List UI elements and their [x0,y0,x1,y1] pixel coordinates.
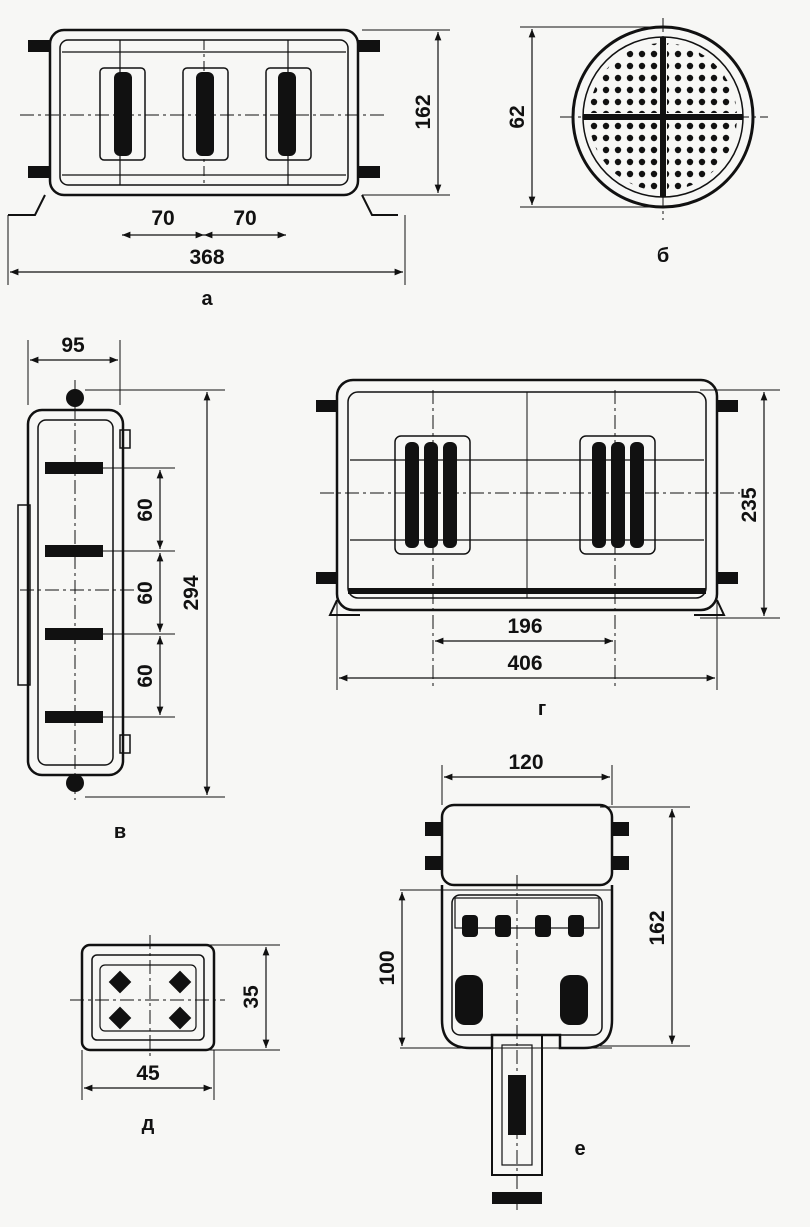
dim-v-height: 294 [180,575,203,610]
view-v-body [17,380,135,800]
view-e-body [400,765,690,1210]
view-d: 45 35 д [70,935,280,1135]
dim-v-pitch-3: 60 [134,664,157,687]
dim-a-length: 368 [189,246,224,269]
dim-b-diameter: 62 [506,105,529,128]
caption-a: а [201,288,213,310]
view-a-windings [114,72,296,156]
view-a-dimension-lines [9,32,442,276]
view-e-dimension-lines [398,773,676,1046]
view-d-dimension-lines [84,947,270,1092]
view-a: 70 70 368 162 а [7,28,450,310]
dim-v-pitch-2: 60 [134,581,157,604]
view-v-clamps [45,389,103,792]
caption-b: б [657,245,669,267]
dim-v-pitch-1: 60 [134,498,157,521]
view-b-centerlines [520,18,768,220]
view-e: 120 100 162 е [376,751,690,1210]
view-g-bolts [316,400,738,584]
view-a-body [7,28,450,285]
caption-e: е [574,1138,585,1160]
dim-e-body-height: 100 [376,950,399,985]
dim-e-width: 120 [508,751,543,774]
dim-a-height: 162 [412,94,435,129]
dim-d-height: 35 [240,985,263,1009]
caption-v: в [114,821,126,843]
view-g-dimension-lines [339,392,768,682]
view-g: 196 406 235 г [316,378,780,720]
dim-v-width: 95 [61,334,85,357]
view-g-body [320,378,780,690]
dim-a-pitch-left: 70 [151,207,174,230]
dim-g-height: 235 [738,487,761,522]
caption-g: г [538,698,546,720]
dim-g-pitch: 196 [507,615,542,638]
view-g-windings [348,442,706,594]
view-b: 62 б [506,18,768,267]
view-e-bolts [425,822,629,1204]
caption-d: д [142,1113,155,1135]
dim-d-width: 45 [136,1062,160,1085]
view-v-dimension-lines [27,340,225,798]
view-d-body [70,935,280,1100]
view-v: 95 60 60 60 294 в [17,334,225,843]
dim-e-height: 162 [646,910,669,945]
dim-a-pitch-right: 70 [233,207,256,230]
view-e-insulators [455,915,588,1135]
dim-g-length: 406 [507,652,542,675]
view-a-bolts [28,40,380,178]
